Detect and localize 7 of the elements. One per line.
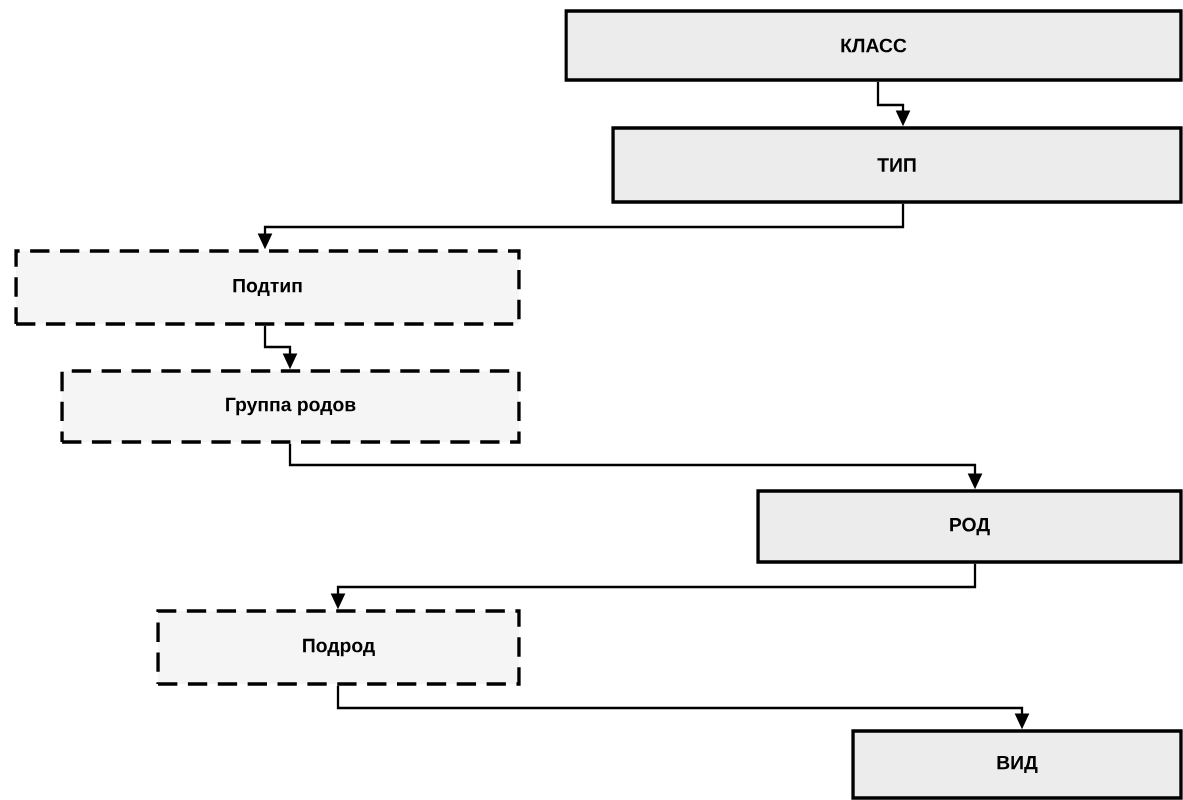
rank-box: ВИД	[851, 729, 1183, 800]
rank-box: КЛАСС	[564, 9, 1183, 82]
rank-box: ТИП	[611, 126, 1183, 204]
dashed-box: Группа родов	[60, 369, 521, 444]
rank-box: РОД	[756, 489, 1183, 564]
dashed-box: Подтип	[14, 249, 521, 326]
dashed-box: Подрод	[156, 609, 521, 686]
